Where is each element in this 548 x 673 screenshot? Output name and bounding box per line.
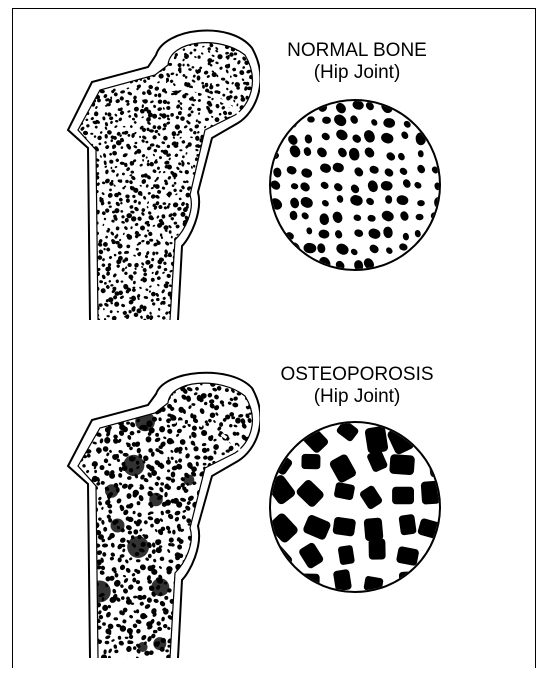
- femur-normal-illustration: [60, 20, 260, 340]
- osteoporosis-caption: OSTEOPOROSIS (Hip Joint): [247, 364, 467, 408]
- normal-bone-subtitle: (Hip Joint): [247, 62, 467, 84]
- femur-osteoporosis-illustration: [60, 368, 260, 668]
- osteoporosis-subtitle: (Hip Joint): [247, 386, 467, 408]
- osteoporosis-magnified-circle: [268, 420, 442, 594]
- normal-bone-title: NORMAL BONE: [247, 40, 467, 62]
- osteoporosis-title: OSTEOPOROSIS: [247, 364, 467, 386]
- normal-bone-caption: NORMAL BONE (Hip Joint): [247, 40, 467, 84]
- normal-bone-magnified-circle: [268, 98, 442, 272]
